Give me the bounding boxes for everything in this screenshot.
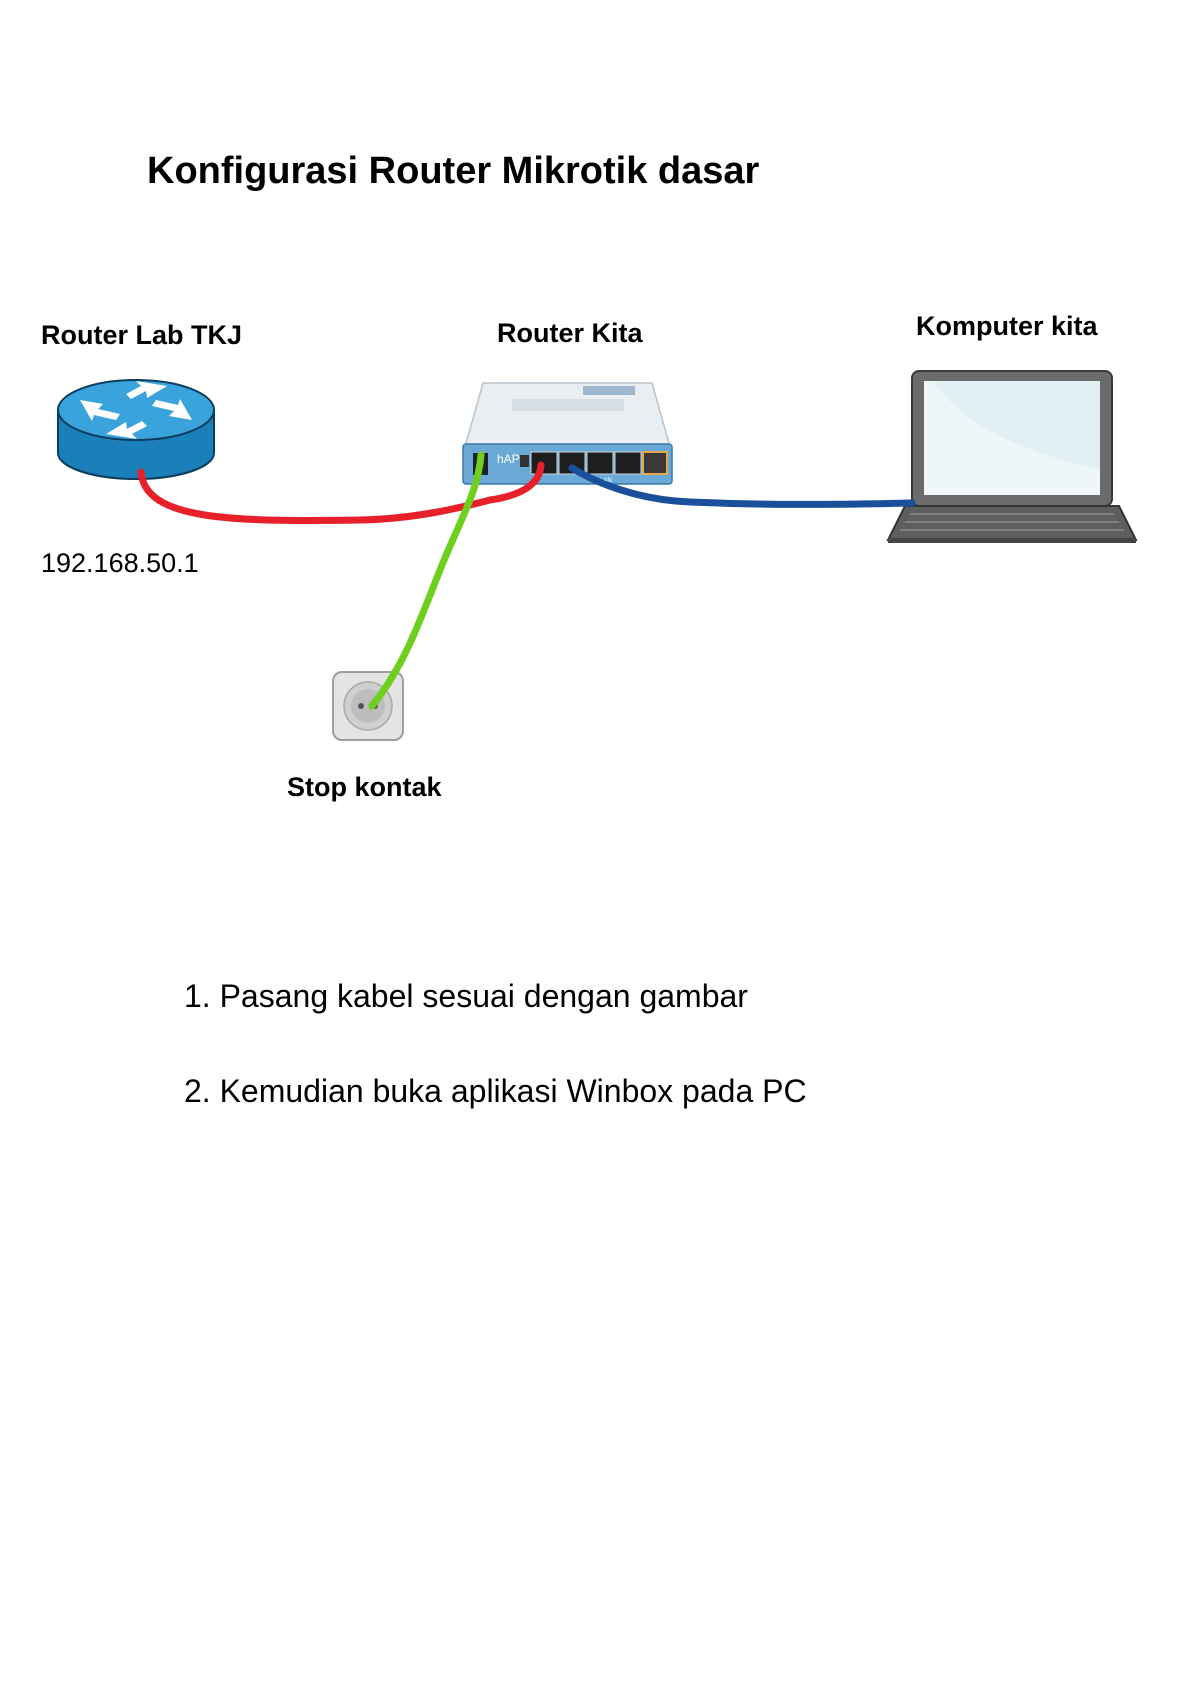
page-title: Konfigurasi Router Mikrotik dasar xyxy=(147,150,760,192)
power-cable xyxy=(368,451,485,710)
step-number: 2. xyxy=(184,1073,211,1109)
wan-cable xyxy=(137,461,545,524)
router-kita-label: Router Kita xyxy=(497,318,643,348)
wall-socket-icon xyxy=(332,671,404,741)
lan-label: LAN xyxy=(600,478,612,484)
step-number: 1. xyxy=(184,978,211,1014)
ethernet-ports xyxy=(530,451,668,475)
stop-kontak-label: Stop kontak xyxy=(287,772,442,802)
model-label: hAP xyxy=(497,452,520,466)
router-kita-device: hAP LAN xyxy=(462,382,673,485)
laptop-icon xyxy=(886,370,1138,543)
router-lab-label: Router Lab TKJ xyxy=(41,320,243,350)
router-lab-icon xyxy=(57,379,215,480)
step-text: Kemudian buka aplikasi Winbox pada PC xyxy=(219,1073,807,1109)
ip-address-label: 192.168.50.1 xyxy=(41,548,199,578)
lan-cable xyxy=(568,464,916,508)
step-text: Pasang kabel sesuai dengan gambar xyxy=(219,978,748,1014)
komputer-label: Komputer kita xyxy=(916,311,1098,341)
step-item-2: 2. Kemudian buka aplikasi Winbox pada PC xyxy=(184,1073,807,1110)
step-item-1: 1. Pasang kabel sesuai dengan gambar xyxy=(184,978,748,1015)
